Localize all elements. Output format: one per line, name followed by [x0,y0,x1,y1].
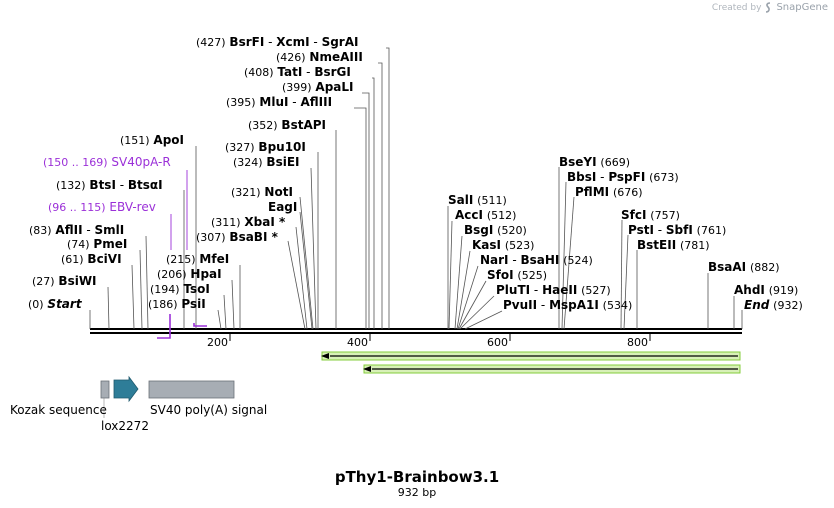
orf-arrows [321,351,741,374]
features [100,375,235,418]
enzyme-label-psii: (186) PsiI [148,297,206,311]
site-line-bsgi [454,235,463,330]
feature-label-lox2272: lox2272 [101,419,149,433]
enzyme-label-ahdi: AhdI (919) [734,283,798,297]
map-length: 932 bp [397,486,437,499]
site-line-bsiwi [107,286,110,330]
enzyme-label-bstapi: (352) BstAPI [248,118,326,132]
site-line-nmeaiii [378,62,383,329]
tick-marks: 200 400 600 800 [207,334,651,349]
credit-prefix: Created by [711,2,762,13]
site-line-sfci [620,219,623,330]
enzyme-label-tsoi: (194) TsoI [150,282,210,296]
enzyme-label-mlui: (395) MluI - AflIII [226,95,332,109]
enzyme-label-apali: (399) ApaLI [282,80,354,94]
enzyme-label-psti: PstI - SbfI (761) [628,223,726,237]
feature-kozak-sequence [100,380,110,399]
arrow-left-icon [321,353,329,359]
credit-product: SnapGene [776,2,828,13]
site-line-hpai [231,279,235,330]
enzyme-label-btsi: (132) BtsI - BtsαI [56,178,163,192]
site-line-bbsi [561,181,567,330]
enzyme-label-bsabi: (307) BsaBI * [196,230,279,244]
site-line-bsiei [310,167,317,330]
enzyme-label-hpai: (206) HpaI [157,267,222,281]
enzyme-label-pluti: PluTI - HaeII (527) [496,283,611,297]
enzyme-label-acci: AccI (512) [455,208,516,222]
site-line-afiii [145,235,149,330]
enzyme-label-end: End (932) [744,298,803,312]
site-line-eagi [299,211,313,330]
feature-label-sv40-polya: SV40 poly(A) signal [150,403,268,417]
enzyme-label-kasi: KasI (523) [472,238,534,252]
site-line-pvuii [464,310,503,330]
site-line-pluti [459,295,495,330]
enzyme-label-start: (0) Start [28,297,83,311]
enzyme-label-noti: (321) NotI [231,185,293,199]
feature-sv40-polya [148,380,235,399]
site-line-xbai [295,226,308,330]
enzyme-label-bpu10i: (327) Bpu10I [225,140,306,154]
enzyme-label-bsrfi: (427) BsrFI - XcmI - SgrAI [196,35,358,49]
primer-label-ebv-rev: (96 .. 115) EBV-rev [48,200,156,214]
site-line-bcivi [131,264,135,330]
site-line-pflmi [563,196,575,330]
enzyme-label-tati: (408) TatI - BsrGI [244,65,351,79]
enzyme-label-xbai: (311) XbaI * [211,215,286,229]
tick-label-400: 400 [347,336,368,349]
primer-ebv-rev-arrow [157,314,171,339]
site-line-tati [372,77,375,329]
tick-label-600: 600 [487,336,508,349]
snapgene-logo-icon [766,2,771,13]
site-line-mlui [354,107,367,329]
map-title: pThy1-Brainbow3.1 [334,468,500,486]
enzyme-label-pmei: (74) PmeI [67,237,127,251]
site-line-apali [362,92,370,329]
enzyme-label-bsteii: BstEII (781) [637,238,710,252]
tick-label-800: 800 [627,336,648,349]
site-line-tsoi [223,294,227,330]
enzyme-labels: (427) BsrFI - XcmI - SgrAI (426) NmeAIII… [28,35,803,312]
enzyme-label-bbsi: BbsI - PspFI (673) [567,170,679,184]
site-line-acci [448,220,453,330]
snapgene-credit: Created by SnapGene [712,2,828,13]
enzyme-label-sfoi: SfoI (525) [487,268,547,282]
enzyme-label-afiii: (83) AflII - SmlI [29,223,124,237]
site-lines [89,47,743,330]
enzyme-label-sfci: SfcI (757) [621,208,680,222]
enzyme-label-bseyi: BseYI (669) [559,155,630,169]
site-line-bsrfi [386,47,390,329]
enzyme-label-bsiei: (324) BsiEI [233,155,300,169]
site-line-psti [623,234,629,330]
tick-label-200: 200 [207,336,228,349]
site-line-nari [457,265,479,330]
enzyme-label-pflmi: PflMI (676) [575,185,643,199]
enzyme-label-bcivi: (61) BciVI [61,252,122,266]
site-line-sfoi [458,280,487,330]
enzyme-label-eagi: EagI [268,200,297,214]
enzyme-label-bsiwi: (27) BsiWI [32,274,97,288]
enzyme-label-bsaai: BsaAI (882) [708,260,780,274]
enzyme-label-sali: SalI (511) [448,193,507,207]
site-line-pmei [139,249,143,330]
site-line-kasi [456,250,471,330]
site-line-noti [299,196,314,330]
enzyme-label-nari: NarI - BsaHI (524) [480,253,593,267]
enzyme-label-pvuii: PvuII - MspA1I (534) [503,298,632,312]
feature-lox2272 [113,375,139,403]
enzyme-label-nmeaiii: (426) NmeAIII [276,50,363,64]
site-line-psii [217,309,222,330]
sequence-backbone [90,328,742,334]
primer-label-sv40pa-r: (150 .. 169) SV40pA-R [43,155,171,169]
primer-marks [157,170,207,339]
enzyme-label-mfei: (215) MfeI [166,252,229,266]
site-line-bsabi [287,240,306,330]
feature-label-kozak: Kozak sequence [10,403,107,417]
enzyme-label-bsgi: BsgI (520) [464,223,527,237]
primer-sv40pa-r-arrow [193,323,207,327]
enzyme-label-apoi: (151) ApoI [120,133,184,147]
arrow-left-icon [363,366,371,372]
primer-labels: (150 .. 169) SV40pA-R (96 .. 115) EBV-re… [43,155,171,214]
